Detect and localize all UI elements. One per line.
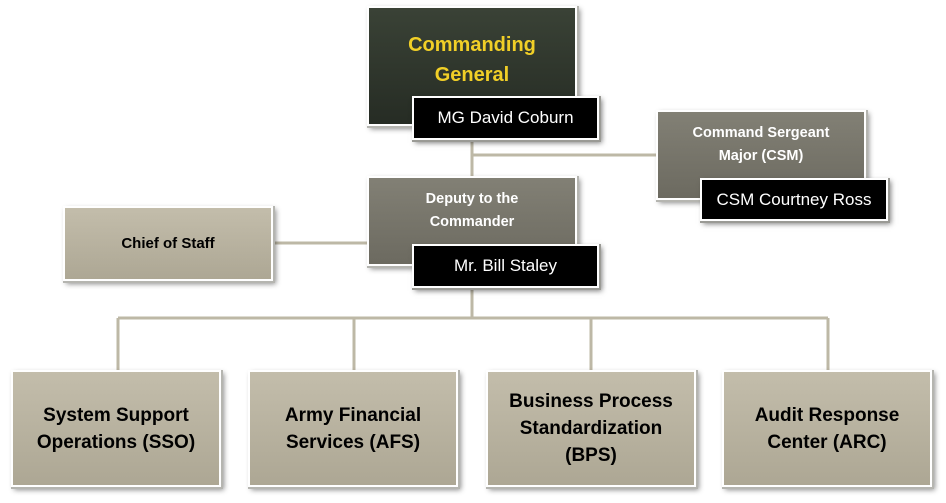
deputy-name-plate: Mr. Bill Staley bbox=[412, 244, 599, 288]
csm-name-plate: CSM Courtney Ross bbox=[700, 178, 888, 221]
division-bps-line2: Standardization bbox=[519, 418, 663, 439]
division-bps-line3: (BPS) bbox=[565, 445, 617, 466]
chief-of-staff-box: Chief of Staff bbox=[63, 206, 273, 281]
csm-title-line2: Major (CSM) bbox=[718, 148, 804, 164]
chief-of-staff-title: Chief of Staff bbox=[121, 235, 215, 252]
division-box-arc: Audit Response Center (ARC) bbox=[722, 370, 932, 487]
csm-title-line1: Command Sergeant bbox=[692, 125, 830, 141]
commanding-general-title-line1: Commanding bbox=[408, 34, 536, 56]
csm-name: CSM Courtney Ross bbox=[716, 189, 872, 209]
division-box-afs: Army Financial Services (AFS) bbox=[248, 370, 458, 487]
division-box-bps: Business Process Standardization (BPS) bbox=[486, 370, 696, 487]
deputy-title-line2: Commander bbox=[429, 214, 515, 230]
division-arc-line2: Center (ARC) bbox=[767, 431, 887, 453]
division-box-sso: System Support Operations (SSO) bbox=[11, 370, 221, 487]
deputy-title-line1: Deputy to the bbox=[425, 191, 519, 207]
division-sso-line1: System Support bbox=[43, 404, 189, 426]
division-afs-line1: Army Financial bbox=[284, 404, 422, 426]
commanding-general-name: MG David Coburn bbox=[437, 108, 574, 127]
division-arc-line1: Audit Response bbox=[754, 404, 900, 426]
division-sso-line2: Operations (SSO) bbox=[36, 431, 196, 453]
commanding-general-title-line2: General bbox=[434, 64, 510, 86]
commanding-general-name-plate: MG David Coburn bbox=[412, 96, 599, 140]
deputy-name: Mr. Bill Staley bbox=[454, 256, 557, 275]
division-afs-line2: Services (AFS) bbox=[285, 431, 421, 453]
division-bps-line1: Business Process bbox=[509, 391, 673, 412]
